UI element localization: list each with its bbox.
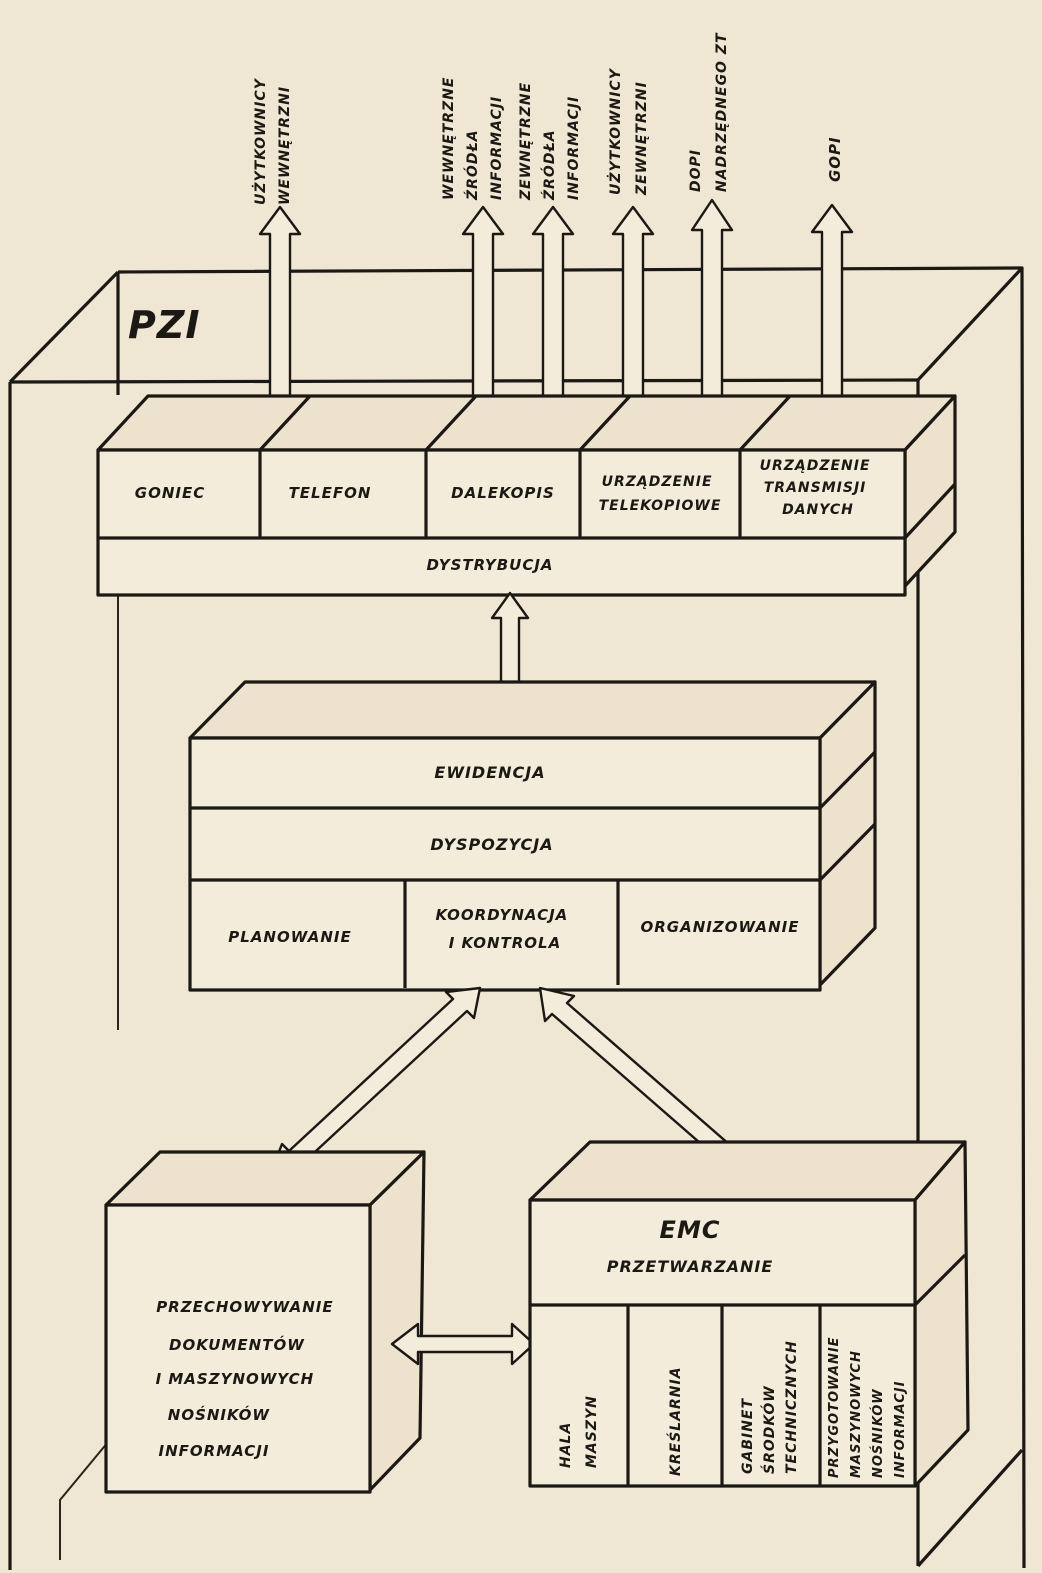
cell-organizowanie: ORGANIZOWANIE — [641, 918, 800, 936]
external-labels: UŻYTKOWNICY WEWNĘTRZNI WEWNĘTRZNE ŹRÓDŁA… — [252, 32, 844, 205]
storage-block — [104, 1150, 426, 1494]
emc-title: EMC — [660, 1216, 721, 1244]
label-wewnetrzne-zrodla: WEWNĘTRZNE ŹRÓDŁA INFORMACJI — [441, 71, 505, 201]
label-uzytkownicy-wewnetrzni: UŻYTKOWNICY WEWNĘTRZNI — [252, 72, 293, 205]
row-dyspozycja: DYSPOZYCJA — [430, 835, 553, 854]
label-uzytkownicy-zewnetrzni: UŻYTKOWNICY ZEWNĘTRZNI — [607, 62, 650, 196]
cell-telefon: TELEFON — [289, 484, 372, 502]
cell-dalekopis: DALEKOPIS — [451, 484, 555, 502]
emc-block — [528, 1140, 970, 1488]
cell-koordynacja: KOORDYNACJA I KONTROLA — [436, 906, 575, 952]
label-gopi: GOPI — [826, 136, 844, 182]
row-ewidencja: EWIDENCJA — [434, 763, 545, 782]
cell-dystrybucja: DYSTRYBUCJA — [426, 556, 553, 574]
cell-kreslarnia: KREŚLARNIA — [666, 1366, 684, 1476]
cell-hala-maszyn: HALA MASZYN — [558, 1395, 600, 1468]
storage-label: PRZECHOWYWANIE DOKUMENTÓW I MASZYNOWYCH … — [156, 1298, 340, 1460]
frame-label: PZI — [128, 303, 201, 347]
cell-transmisji: URZĄDZENIE TRANSMISJI DANYCH — [760, 458, 877, 518]
emc-subtitle: PRZETWARZANIE — [607, 1257, 774, 1276]
cell-przygotowanie: PRZYGOTOWANIE MASZYNOWYCH NOŚNIKÓW INFOR… — [827, 1331, 908, 1478]
cell-goniec: GONIEC — [135, 484, 205, 502]
top-block — [96, 394, 957, 597]
label-zewnetrzne-zrodla: ZEWNĘTRZNE ŹRÓDŁA INFORMACJI — [518, 76, 582, 201]
arrow-przechowywanie-emc — [390, 1322, 536, 1366]
cell-gabinet: GABINET ŚRODKÓW TECHNICZNYCH — [740, 1340, 800, 1474]
cell-planowanie: PLANOWANIE — [228, 928, 351, 946]
middle-block — [188, 680, 877, 992]
label-dopi: DOPI NADRZĘDNEGO ZT — [688, 32, 730, 192]
cell-telekopiowe: URZĄDZENIE TELEKOPIOWE — [599, 474, 722, 514]
